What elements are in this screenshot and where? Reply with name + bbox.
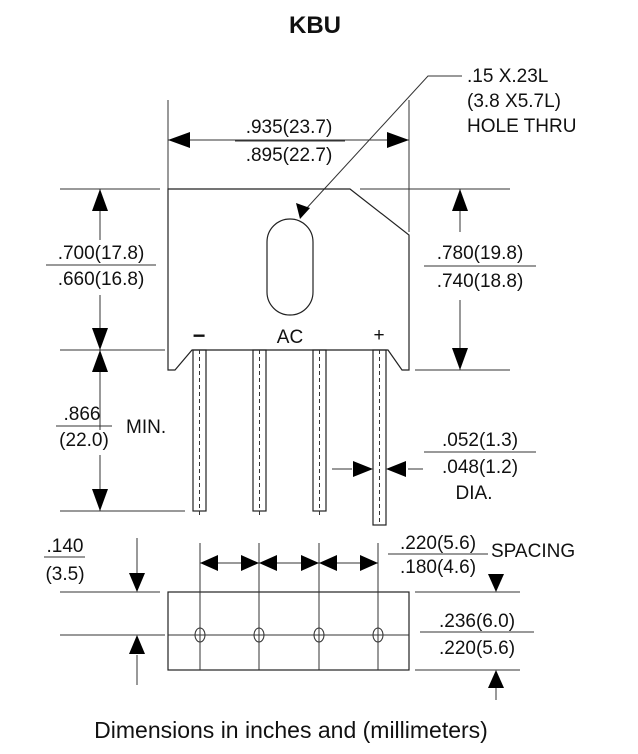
- arrow-up-icon: [129, 635, 145, 654]
- hole-leader-line: [304, 75, 462, 211]
- arrow-left-icon: [200, 555, 218, 571]
- thickness-min: .220(5.6): [439, 638, 515, 659]
- lead-length-suffix: MIN.: [126, 417, 166, 438]
- thickness-max: .236(6.0): [439, 611, 515, 632]
- arrow-down-icon: [129, 573, 145, 592]
- arrow-right-icon: [241, 555, 259, 571]
- arrow-down-icon: [452, 348, 468, 370]
- arrow-right-icon: [301, 555, 319, 571]
- arrow-down-icon: [92, 328, 108, 350]
- arrow-left-icon: [259, 555, 277, 571]
- lead-length-value: .866: [64, 404, 101, 425]
- pin-label-negative: −: [193, 323, 206, 348]
- body-height-right-min: .740(18.8): [437, 271, 524, 292]
- spacing-lines: [194, 543, 384, 670]
- pins: [192, 349, 387, 526]
- arrow-up-icon: [452, 189, 468, 211]
- hole-leader-arrow-icon: [296, 203, 310, 219]
- body-height-left-max: .700(17.8): [58, 243, 145, 264]
- arrow-up-icon: [92, 350, 108, 372]
- arrow-right-icon: [360, 555, 378, 571]
- width-min: .895(22.7): [246, 145, 333, 166]
- arrow-left-icon: [168, 132, 190, 148]
- hole-spec-line2: (3.8 X5.7L): [467, 91, 561, 112]
- spacing-max: .220(5.6): [400, 533, 476, 554]
- package-body: [167, 188, 410, 371]
- lead-length-mm: (22.0): [59, 430, 109, 451]
- hole-spec-line1: .15 X.23L: [467, 66, 548, 87]
- arrow-right-icon: [387, 132, 409, 148]
- spacing-min: .180(4.6): [400, 557, 476, 578]
- arrow-left-icon: [386, 461, 406, 477]
- arrow-right-icon: [353, 461, 373, 477]
- lead-dia-suffix: DIA.: [456, 483, 493, 504]
- body-height-left-min: .660(16.8): [58, 269, 145, 290]
- mounting-hole: [266, 218, 314, 316]
- title: KBU: [289, 12, 341, 39]
- offset-mm: (3.5): [45, 564, 84, 585]
- hole-spec-line3: HOLE THRU: [467, 116, 576, 137]
- arrow-up-icon: [488, 670, 504, 688]
- arrow-left-icon: [319, 555, 337, 571]
- offset-value: .140: [47, 536, 84, 557]
- width-max: .935(23.7): [246, 117, 333, 138]
- arrow-up-icon: [92, 189, 108, 211]
- arrow-down-icon: [92, 489, 108, 511]
- pin-label-positive: +: [373, 325, 384, 346]
- lead-dia-min: .048(1.2): [442, 457, 518, 478]
- arrow-down-icon: [488, 574, 504, 592]
- pin-hole: [372, 627, 384, 643]
- footer-note: Dimensions in inches and (millimeters): [94, 717, 488, 743]
- body-height-right-max: .780(19.8): [437, 243, 524, 264]
- pin-hole: [253, 627, 265, 643]
- pin-hole: [194, 627, 206, 643]
- package-side-view: [167, 591, 410, 671]
- spacing-suffix: SPACING: [491, 541, 575, 562]
- pin-hole: [313, 627, 325, 643]
- lead-dia-max: .052(1.3): [442, 430, 518, 451]
- pin-label-ac: AC: [277, 327, 303, 348]
